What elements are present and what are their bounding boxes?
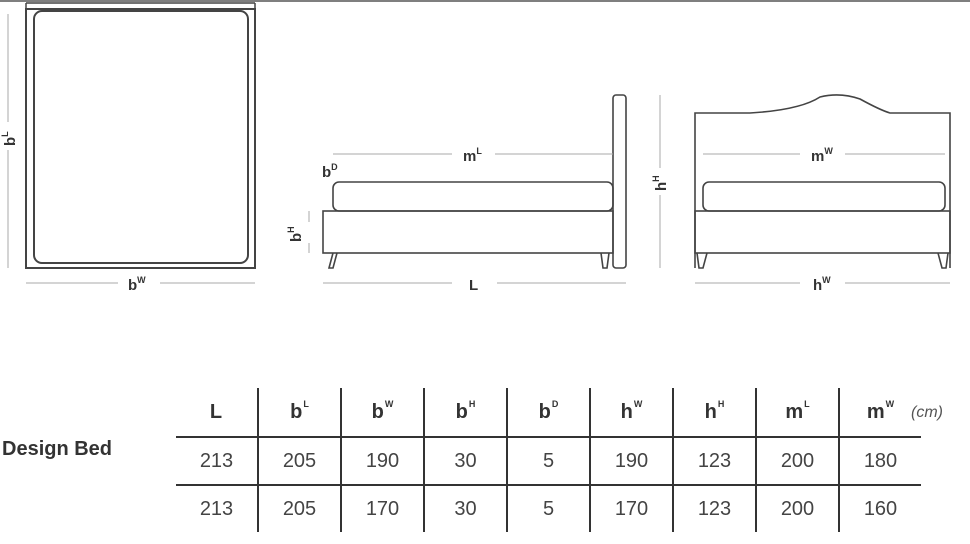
front-view-leg-right <box>937 252 949 269</box>
column-header-sup: W <box>633 398 643 409</box>
table-cell: 190 <box>589 436 673 485</box>
bed-dimension-drawing: bL bW mL bD bH L <box>0 0 970 294</box>
column-header: hW <box>589 388 673 437</box>
table-cell: 205 <box>257 484 341 532</box>
column-header-base: m <box>785 400 804 423</box>
front-view-mattress <box>702 181 946 212</box>
table-cell: 200 <box>755 484 839 532</box>
side-view-mattress <box>332 181 614 212</box>
top-view-frame <box>25 8 256 269</box>
column-header-base: b <box>455 400 468 423</box>
column-header-base: m <box>866 400 885 423</box>
column-header-sup: H <box>468 398 476 409</box>
column-header-base: L <box>209 400 223 423</box>
table-cell: 170 <box>340 484 424 532</box>
table-cell: 213 <box>176 484 258 532</box>
column-header-base: h <box>620 400 633 423</box>
column-header: mW <box>838 388 921 437</box>
top-view-mattress <box>33 10 249 264</box>
column-header: bL <box>257 388 341 437</box>
front-view-headboard <box>694 94 951 268</box>
side-view-length-label: L <box>469 277 478 294</box>
front-view-mattress-width-label: mW <box>811 146 833 165</box>
column-header: bW <box>340 388 424 437</box>
top-view <box>7 2 256 284</box>
column-header-base: b <box>538 400 551 423</box>
column-header-sup: W <box>384 398 394 409</box>
top-view-width-label: bW <box>128 275 146 294</box>
table-cell: 180 <box>838 436 921 485</box>
top-view-length-label: bL <box>0 131 19 146</box>
front-view-base <box>694 210 951 254</box>
table-cell: 190 <box>340 436 424 485</box>
column-header: mL <box>755 388 839 437</box>
column-header-sup: L <box>804 398 810 409</box>
table-cell: 213 <box>176 436 258 485</box>
side-view-headboard <box>612 94 627 269</box>
table-cell: 123 <box>672 436 756 485</box>
side-view-mattress-length-label: mL <box>463 146 482 165</box>
column-header-sup: L <box>303 398 309 409</box>
table-cell: 30 <box>423 484 507 532</box>
table-cell: 5 <box>506 436 590 485</box>
column-header-sup: H <box>717 398 725 409</box>
table-cell: 170 <box>589 484 673 532</box>
column-header-sup: W <box>885 398 895 409</box>
front-view <box>659 94 951 284</box>
table-cell: 205 <box>257 436 341 485</box>
column-header-sup: D <box>551 398 559 409</box>
spec-title: Design Bed <box>2 438 113 460</box>
side-view-base <box>322 210 614 254</box>
table-cell: 5 <box>506 484 590 532</box>
side-view-base-depth-label: bD <box>322 162 338 181</box>
column-header: L <box>176 388 258 437</box>
table-cell: 30 <box>423 436 507 485</box>
table-cell: 200 <box>755 436 839 485</box>
table-cell: 123 <box>672 484 756 532</box>
column-header: bD <box>506 388 590 437</box>
side-view-leg-left <box>327 252 338 269</box>
column-header: bH <box>423 388 507 437</box>
front-view-leg-left <box>696 252 708 269</box>
side-view-leg-right <box>600 252 610 269</box>
column-header-base: b <box>371 400 384 423</box>
side-view <box>308 94 627 284</box>
table-cell: 160 <box>838 484 921 532</box>
column-header-base: h <box>704 400 717 423</box>
side-view-base-height-label: bH <box>286 226 305 242</box>
front-view-headboard-width-label: hW <box>813 275 831 294</box>
column-header-base: b <box>290 400 303 423</box>
front-view-headboard-height-label: hH <box>651 175 670 191</box>
column-header: hH <box>672 388 756 437</box>
